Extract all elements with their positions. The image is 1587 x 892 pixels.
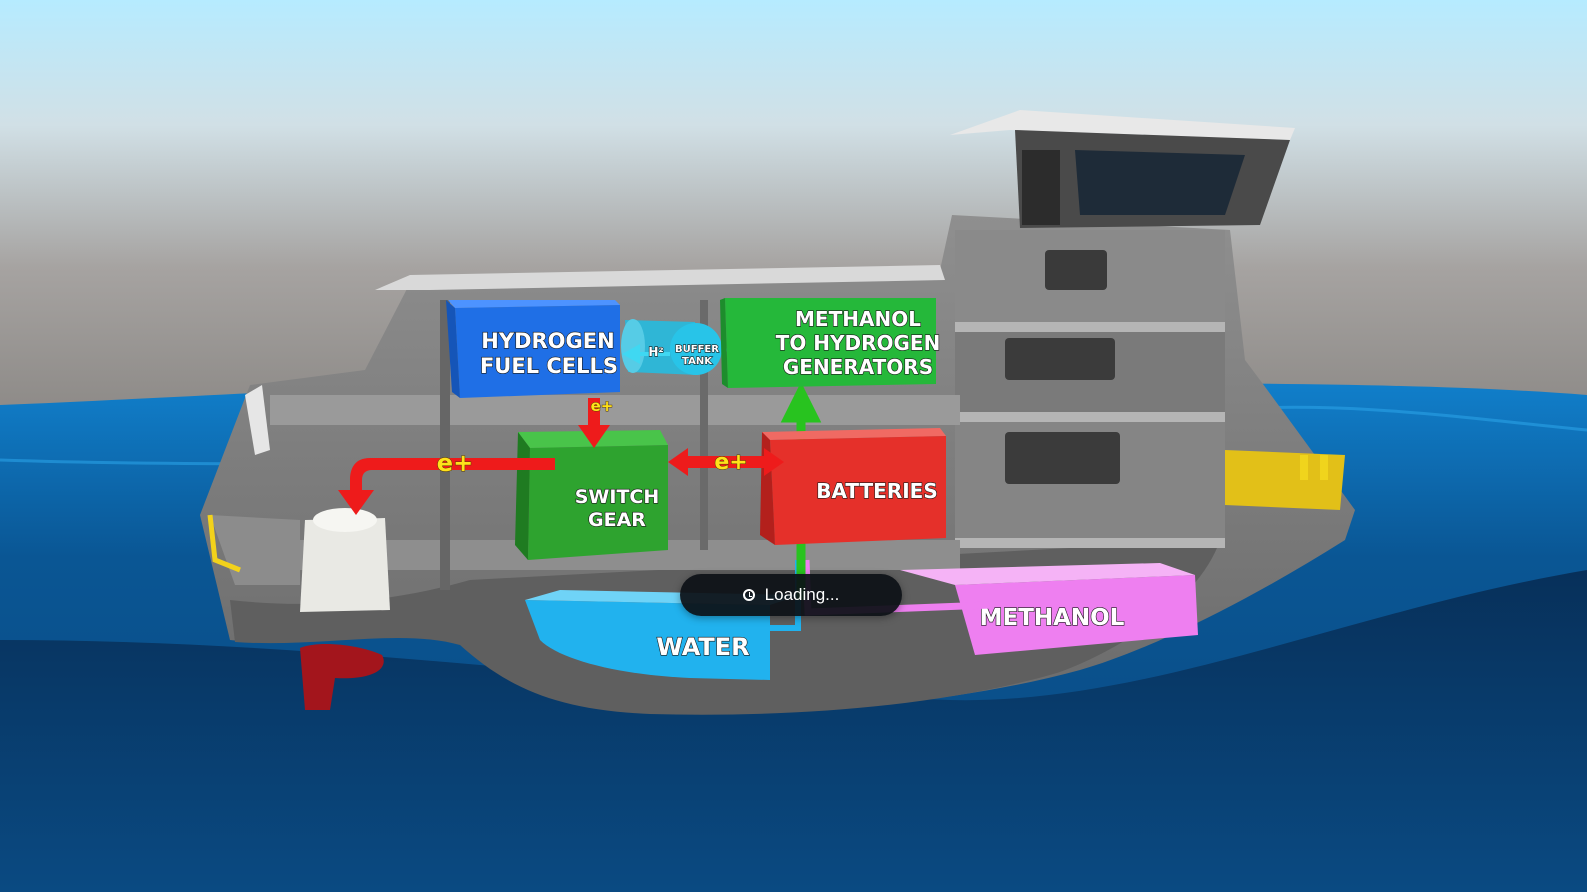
- electric-motor-top: [313, 508, 377, 532]
- fuel-cells-line-2: FUEL CELLS: [480, 354, 618, 378]
- h2-label-left: H²: [648, 345, 663, 359]
- clock-icon: [742, 589, 755, 601]
- bow-deck-equipment: [1225, 450, 1345, 510]
- generators-line-3: GENERATORS: [783, 355, 933, 379]
- propeller: [300, 644, 384, 710]
- bow-bulwark: [245, 385, 270, 455]
- methanol-tank: METHANOL: [900, 563, 1198, 655]
- loading-indicator: Loading...: [680, 574, 902, 616]
- deck-floor-1: [955, 322, 1225, 332]
- upper-deck-roof: [375, 265, 945, 290]
- electric-motor: [300, 518, 390, 612]
- switch-gear-line-2: GEAR: [588, 509, 646, 531]
- fuel-cells-line-1: HYDROGEN: [481, 329, 614, 353]
- water-tank: WATER: [525, 590, 800, 680]
- wheelhouse-roof: [950, 110, 1295, 140]
- buffer-tank-line-2: TANK: [682, 356, 713, 367]
- bow-bollard-1: [1300, 455, 1308, 480]
- upper-machinery-deck: [270, 395, 960, 425]
- methanol-to-hydrogen-generators-box: METHANOL TO HYDROGEN GENERATORS: [720, 298, 941, 388]
- batteries-box: BATTERIES: [760, 428, 946, 545]
- electric-flow-switchgear-to-motor: [338, 458, 555, 515]
- electron-label-right: e+: [714, 450, 747, 475]
- electron-label-top: e+: [591, 397, 614, 415]
- stern-railing: [207, 514, 241, 573]
- switch-gear-line-1: SWITCH: [575, 486, 660, 508]
- wheelhouse-door: [1022, 150, 1060, 225]
- wheelhouse-window: [1075, 150, 1245, 215]
- deck-floor-2: [955, 412, 1225, 422]
- deck-floor-3: [955, 538, 1225, 548]
- buffer-tank-line-1: BUFFER: [675, 344, 719, 355]
- sea-underwater-shadow: [0, 570, 1587, 892]
- electron-label-left: e+: [437, 449, 473, 477]
- switch-gear-box: SWITCH GEAR: [515, 430, 668, 560]
- methanol-label: METHANOL: [980, 605, 1125, 631]
- batteries-label: BATTERIES: [816, 479, 937, 503]
- generators-line-1: METHANOL: [795, 307, 921, 331]
- bow-bollard-2: [1320, 455, 1328, 480]
- h2-flow-arrow-to-fuel-cells: [622, 344, 670, 364]
- cabin-window-2: [1005, 338, 1115, 380]
- water-label: WATER: [656, 633, 749, 661]
- hydrogen-fuel-cells-box: HYDROGEN FUEL CELLS: [446, 300, 620, 398]
- electric-flow-fuel-cells-to-switchgear: [578, 398, 610, 448]
- cabin-window-1: [1045, 250, 1107, 290]
- electric-flow-switchgear-batteries: [668, 448, 784, 476]
- generators-line-2: TO HYDROGEN: [776, 331, 941, 355]
- buffer-tank: BUFFER TANK: [621, 319, 722, 375]
- aft-compartment-wall: [440, 300, 450, 590]
- loading-text: Loading...: [764, 585, 840, 604]
- mid-compartment-wall: [700, 300, 708, 550]
- cabin-window-3: [1005, 432, 1120, 484]
